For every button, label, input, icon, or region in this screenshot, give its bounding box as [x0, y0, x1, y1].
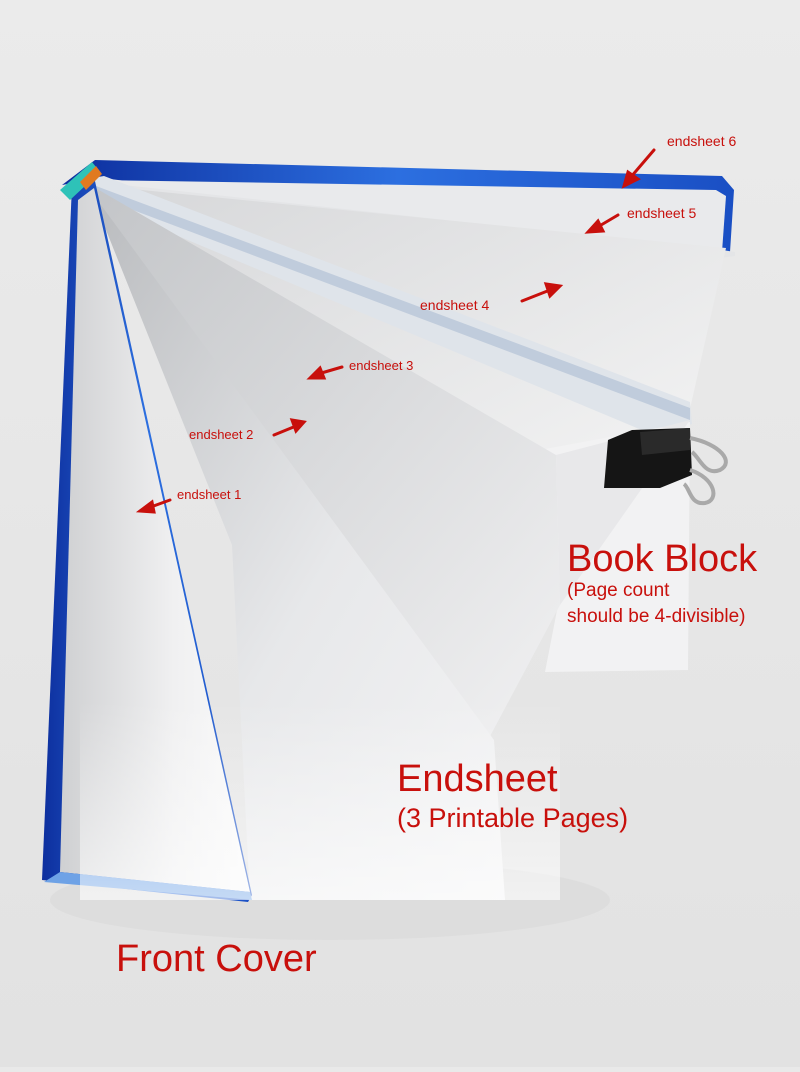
headband: [60, 162, 100, 200]
book-block-note-line2: should be 4-divisible): [567, 606, 746, 627]
endsheet-1-label: endsheet 1: [177, 487, 242, 502]
endsheet-heading: Endsheet: [397, 758, 558, 800]
endsheet-2-arrow-icon: [272, 424, 298, 437]
endsheet-6-arrow-icon: [628, 148, 656, 180]
endsheet-5-label: endsheet 5: [627, 205, 697, 221]
endsheet-4-arrowhead-icon: [543, 282, 564, 299]
front-cover-heading: Front Cover: [116, 938, 317, 980]
book-block-edge-lines: [96, 186, 690, 420]
endsheet-6-label: endsheet 6: [667, 133, 737, 149]
book-block-note-line1: (Page count: [567, 580, 670, 601]
endsheet-note: (3 Printable Pages): [397, 803, 629, 833]
endsheet-4-label: endsheet 4: [420, 297, 490, 313]
endsheet-4-page: [92, 185, 726, 520]
endsheet-2-label: endsheet 2: [189, 427, 254, 442]
endsheet-2-arrowhead-icon: [289, 418, 307, 434]
endsheet-4-arrow-icon: [520, 288, 552, 303]
binder-clip: [604, 428, 728, 506]
book-block-heading: Book Block: [567, 538, 758, 580]
lighting-overlay: [80, 700, 560, 900]
endsheet-3-page: [92, 186, 560, 740]
endsheet-3-arrowhead-icon: [306, 365, 327, 380]
endsheet-6-arrowhead-icon: [621, 169, 641, 189]
endsheet-3-label: endsheet 3: [349, 358, 414, 373]
headband-stitch: [80, 166, 102, 190]
endsheet-1-arrowhead-icon: [135, 499, 156, 514]
endsheet-5-arrowhead-icon: [584, 218, 606, 234]
annotation-arrows: [135, 148, 656, 514]
